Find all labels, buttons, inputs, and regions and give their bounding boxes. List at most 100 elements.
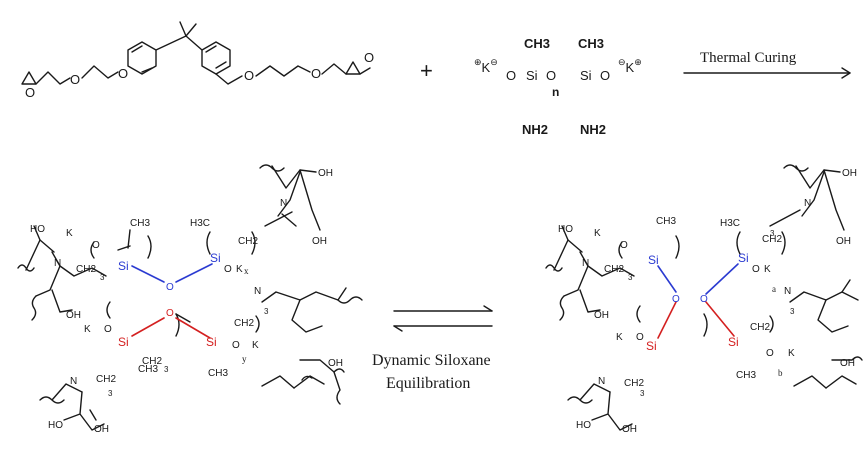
plus-sign: + [420, 58, 433, 83]
svg-text:b: b [778, 368, 783, 378]
svg-text:Si: Si [206, 335, 217, 349]
svg-text:HO: HO [558, 224, 573, 235]
svg-text:OH: OH [594, 310, 609, 321]
right-red-siloxane-bonds [657, 301, 735, 339]
svg-text:K: K [66, 228, 73, 239]
svg-text:3: 3 [770, 229, 775, 238]
silicon-1: Si [526, 68, 538, 83]
left-red-siloxane-bond [131, 317, 211, 339]
repeat-n: n [552, 85, 559, 99]
svg-text:N: N [598, 376, 605, 387]
svg-text:Si: Si [210, 251, 221, 265]
svg-text:O: O [232, 340, 240, 351]
svg-text:O: O [224, 264, 232, 275]
svg-text:Si: Si [728, 335, 739, 349]
svg-text:K: K [84, 324, 91, 335]
svg-text:CH3: CH3 [138, 364, 158, 375]
epoxy-ether-o-2: O [118, 66, 128, 81]
svg-text:N: N [582, 258, 589, 269]
svg-text:OH: OH [328, 358, 343, 369]
siloxane-oligomer: ⊕K⊖ O Si O n Si O ⊖K⊕ CH3 CH3 NH2 NH2 [474, 36, 642, 137]
svg-text:O: O [166, 308, 174, 319]
svg-text:Si: Si [648, 253, 659, 267]
amine-1: NH2 [522, 122, 548, 137]
svg-text:CH2: CH2 [142, 356, 162, 367]
oxygen-bridge: O [546, 68, 556, 83]
svg-text:N: N [804, 198, 811, 209]
epoxy-oxirane-o-right: O [364, 50, 374, 65]
potassium-right: ⊖K⊕ [618, 57, 642, 75]
potassium-left: ⊕K⊖ [474, 57, 498, 75]
svg-text:OH: OH [840, 358, 855, 369]
svg-text:y: y [242, 354, 247, 364]
svg-text:CH2: CH2 [604, 264, 624, 275]
svg-text:3: 3 [100, 273, 105, 282]
svg-text:3: 3 [164, 365, 169, 374]
svg-text:OH: OH [836, 236, 851, 247]
svg-text:Si: Si [118, 335, 129, 349]
svg-text:CH3: CH3 [736, 370, 756, 381]
svg-text:CH2: CH2 [234, 318, 254, 329]
svg-text:N: N [70, 376, 77, 387]
svg-text:K: K [616, 332, 623, 343]
svg-text:Si: Si [738, 251, 749, 265]
svg-text:O: O [636, 332, 644, 343]
svg-text:Si: Si [118, 259, 129, 273]
svg-text:K: K [252, 340, 259, 351]
svg-text:O: O [92, 240, 100, 251]
svg-text:HO: HO [48, 420, 63, 431]
right-blue-siloxane-bonds [657, 263, 739, 295]
svg-text:N: N [54, 258, 61, 269]
svg-text:O: O [700, 294, 708, 305]
svg-text:N: N [280, 198, 287, 209]
oxygen-left: O [506, 68, 516, 83]
svg-text:CH3: CH3 [208, 368, 228, 379]
epoxy-oxirane-o-left: O [25, 85, 35, 100]
methyl-1: CH3 [524, 36, 550, 51]
epoxy-ether-o-4: O [311, 66, 321, 81]
svg-text:K: K [764, 264, 771, 275]
svg-text:x: x [244, 266, 249, 276]
svg-text:K: K [594, 228, 601, 239]
epoxy-ether-o-1: O [70, 72, 80, 87]
methyl-2: CH3 [578, 36, 604, 51]
svg-text:N: N [784, 286, 791, 297]
svg-text:O: O [620, 240, 628, 251]
svg-text:3: 3 [108, 389, 113, 398]
svg-text:OH: OH [318, 168, 333, 179]
svg-text:O: O [752, 264, 760, 275]
svg-text:CH2: CH2 [96, 374, 116, 385]
equilibration-label-line2: Equilibration [386, 375, 470, 392]
network-right-labels: OH OH N HO N OH N HO OH N OH Si Si O O S… [558, 168, 857, 435]
svg-text:3: 3 [628, 273, 633, 282]
svg-text:O: O [766, 348, 774, 359]
left-blue-siloxane-bond [131, 263, 213, 283]
network-left [17, 164, 363, 431]
svg-text:CH2: CH2 [750, 322, 770, 333]
svg-text:O: O [166, 282, 174, 293]
svg-text:CH3: CH3 [656, 216, 676, 227]
svg-text:K: K [236, 264, 243, 275]
svg-text:CH2: CH2 [624, 378, 644, 389]
svg-text:N: N [254, 286, 261, 297]
svg-text:CH3: CH3 [130, 218, 150, 229]
svg-text:H3C: H3C [720, 218, 740, 229]
svg-text:OH: OH [842, 168, 857, 179]
thermal-curing-label: Thermal Curing [700, 50, 797, 66]
amine-2: NH2 [580, 122, 606, 137]
equilibrium-arrows [393, 305, 493, 332]
svg-text:O: O [104, 324, 112, 335]
svg-text:HO: HO [30, 224, 45, 235]
svg-text:CH2: CH2 [762, 234, 782, 245]
svg-text:Si: Si [646, 339, 657, 353]
svg-text:3: 3 [640, 389, 645, 398]
svg-text:a: a [772, 284, 776, 294]
svg-text:OH: OH [622, 424, 637, 435]
network-right [545, 164, 863, 431]
silicon-2: Si [580, 68, 592, 83]
epoxy-ether-o-3: O [244, 68, 254, 83]
network-left-labels: OH OH N HO N OH N HO OH N OH Si Si O Si … [30, 168, 343, 435]
svg-text:HO: HO [576, 420, 591, 431]
svg-text:CH2: CH2 [238, 236, 258, 247]
svg-text:H3C: H3C [190, 218, 210, 229]
